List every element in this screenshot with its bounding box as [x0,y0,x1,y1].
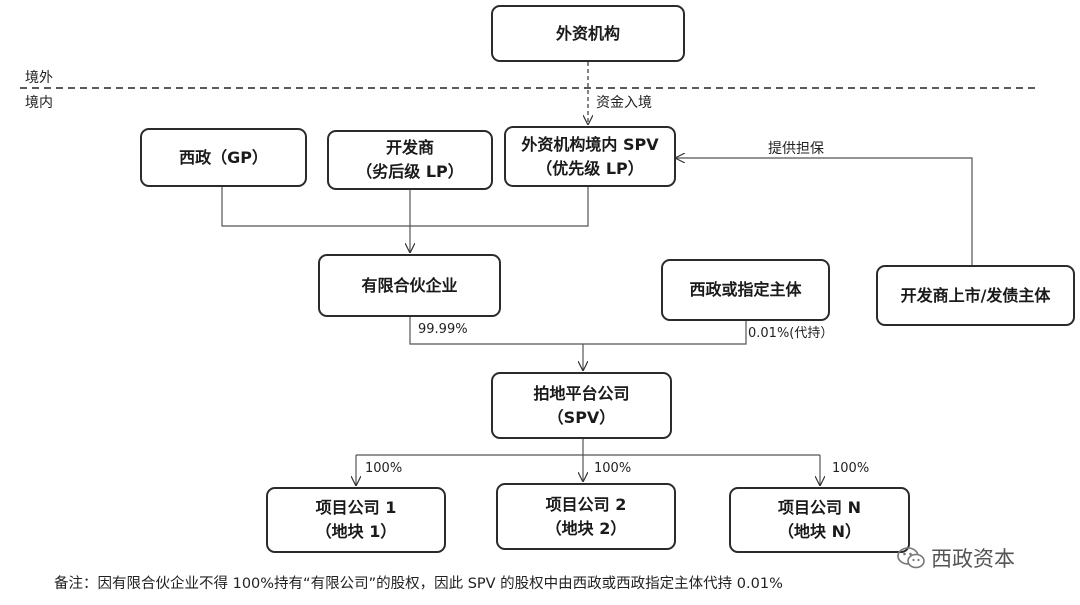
project-company-1-box: 项目公司 1 （地块 1） [266,487,446,553]
gov-entity-label: 西政或指定主体 [689,280,802,299]
developer-listed-label: 开发商上市/发债主体 [900,285,1051,305]
project-company-n-box: 项目公司 N （地块 N） [729,487,910,553]
project-company-2-label: 项目公司 2 [545,494,627,514]
gov-gp-label: 西政（GP） [179,147,268,167]
foreign-spv-box: 外资机构境内 SPV （优先级 LP） [504,126,676,187]
developer-lp-label: 开发商 [385,138,434,157]
share-project1-label: 100% [365,461,403,476]
share-gov-label: 0.01%(代持） [748,326,834,341]
footnote: 备注：因有限合伙企业不得 100%持有“有限公司”的股权，因此 SPV 的股权中… [54,576,783,592]
guarantee-label: 提供担保 [768,141,824,157]
brand-watermark: 西政资本 [897,543,1015,573]
ownership-connector [409,317,747,345]
foreign-spv-sublabel: （优先级 LP） [536,158,644,178]
platform-company-box: 拍地平台公司 （SPV） [491,372,672,439]
project-bus [356,439,820,456]
foreign-institution-label: 外资机构 [555,23,620,43]
zone-inside-label: 境内 [25,95,53,111]
developer-lp-box: 开发商 （劣后级 LP） [327,130,493,190]
wechat-icon [897,547,925,569]
guarantee-arrow [676,158,973,265]
partnership-label: 有限合伙企业 [361,275,458,295]
developer-lp-sublabel: （劣后级 LP） [356,162,464,181]
platform-company-label: 拍地平台公司 [533,383,630,403]
foreign-spv-label: 外资机构境内 SPV [521,134,659,154]
capital-inflow-label: 资金入境 [596,95,652,111]
gov-gp-box: 西政（GP） [140,128,307,187]
project-company-n-sublabel: （地块 N） [778,522,861,541]
platform-company-sublabel: （SPV） [547,407,616,427]
developer-listed-box: 开发商上市/发债主体 [876,265,1075,326]
project-company-1-sublabel: （地块 1） [315,522,397,541]
zone-outside-label: 境外 [25,70,53,86]
gp-connector [221,187,589,227]
foreign-institution-box: 外资机构 [491,5,685,62]
partnership-box: 有限合伙企业 [318,254,501,317]
project-company-2-box: 项目公司 2 （地块 2） [496,483,676,550]
brand-name: 西政资本 [931,547,1015,571]
share-project2-label: 100% [594,461,632,476]
share-projectN-label: 100% [832,461,870,476]
share-partnership-label: 99.99% [418,322,468,337]
project-company-2-sublabel: （地块 2） [545,518,627,538]
project-company-n-label: 项目公司 N [778,498,861,517]
project-company-1-label: 项目公司 1 [315,498,397,517]
gov-entity-box: 西政或指定主体 [661,259,830,321]
